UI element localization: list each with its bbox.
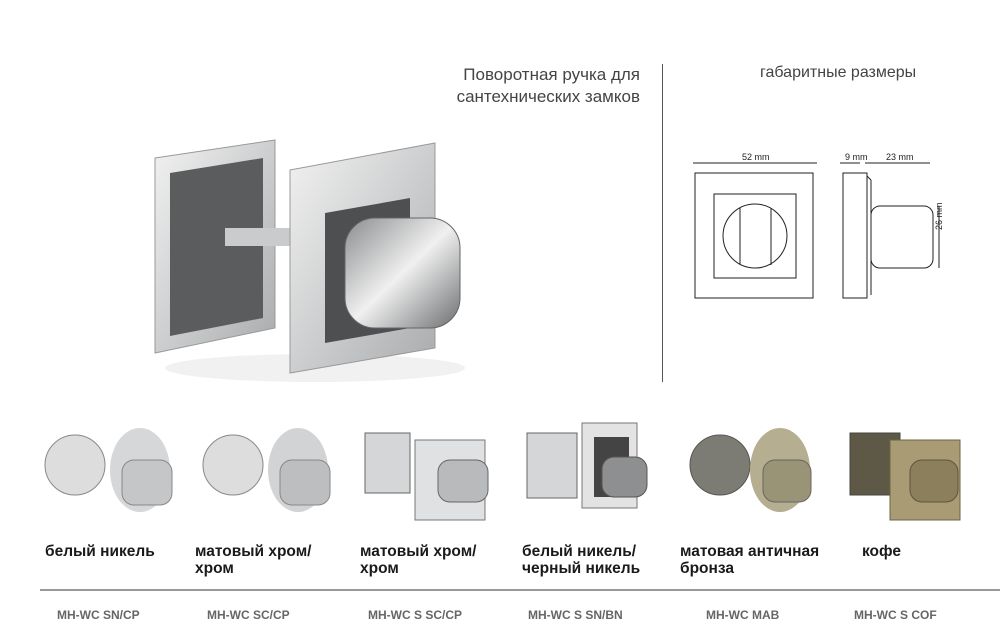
variant-image-6 <box>849 432 961 521</box>
title-line-2: сантехнических замков <box>456 87 640 106</box>
title-line-1: Поворотная ручка для <box>463 65 640 84</box>
main-product-image <box>154 139 465 382</box>
vertical-divider <box>662 64 663 382</box>
knob-depth-dimension: 23 mm <box>886 152 914 162</box>
variant-code-2: MH-WC SC/CP <box>207 608 290 622</box>
variant-label-3: матовый хром/ хром <box>360 543 477 577</box>
variant-code-5: MH-WC MAB <box>706 608 780 622</box>
variant-image-3 <box>364 432 489 521</box>
dimension-drawing <box>693 162 940 299</box>
variant-label-5: матовая античная бронза <box>680 543 820 577</box>
variant-thumbnails <box>44 422 961 521</box>
dimensions-title: габаритные размеры <box>760 64 917 81</box>
variant-code-4: MH-WC S SN/BN <box>528 608 623 622</box>
product-title: Поворотная ручка для сантехнических замк… <box>457 64 640 108</box>
variant-image-5 <box>689 428 812 512</box>
variant-code-6: MH-WC S COF <box>854 608 937 622</box>
variant-label-6: кофе <box>862 543 901 560</box>
horizontal-divider <box>40 589 1000 591</box>
base-depth-dimension: 9 mm <box>845 152 868 162</box>
variant-label-4: белый никель/ черный никель <box>522 543 641 577</box>
variant-image-1 <box>44 428 173 512</box>
width-dimension: 52 mm <box>742 152 770 162</box>
variant-image-4 <box>526 422 648 509</box>
variant-image-2 <box>202 428 331 512</box>
variant-code-1: MH-WC SN/CP <box>57 608 140 622</box>
variant-label-2: матовый хром/ хром <box>195 543 312 577</box>
variant-code-3: MH-WC S SC/CP <box>368 608 462 622</box>
variant-label-1: белый никель <box>45 543 155 560</box>
